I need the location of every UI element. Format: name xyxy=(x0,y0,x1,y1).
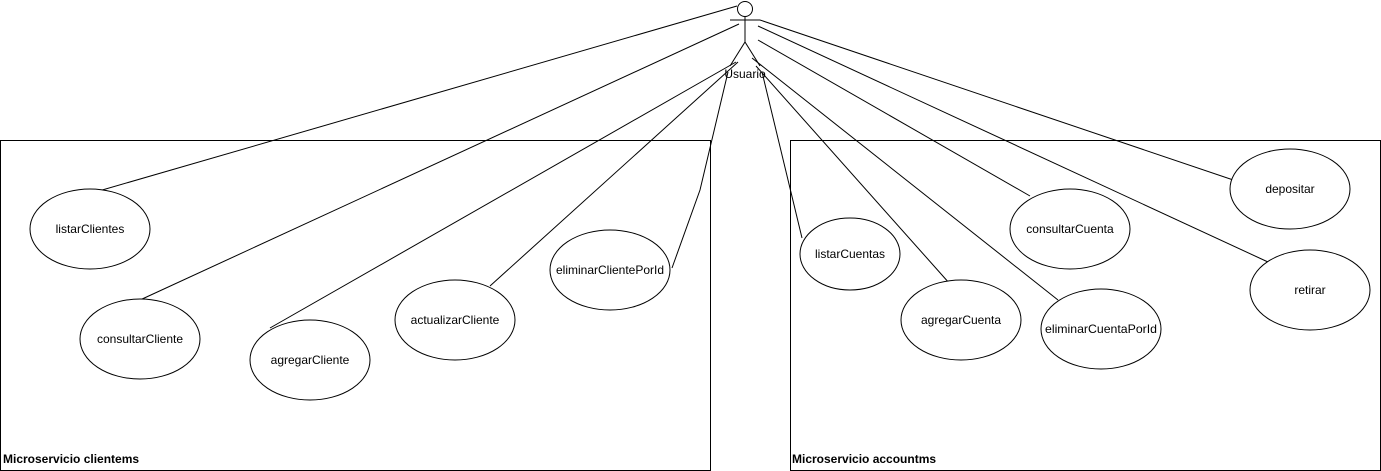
use-case-ellipse xyxy=(394,279,516,361)
use-case-ellipse xyxy=(29,188,151,270)
association-listarCuentas xyxy=(761,71,803,239)
association-agregarCuenta xyxy=(755,65,951,285)
use-case-ellipse xyxy=(1040,288,1162,370)
use-case-eliminarClientePorId[interactable]: eliminarClientePorId xyxy=(549,229,671,311)
use-case-agregarCliente[interactable]: agregarCliente xyxy=(249,319,371,401)
boundary-accountms-label: Microservicio accountms xyxy=(792,452,936,466)
use-case-label: eliminarCuentaPorId xyxy=(1045,322,1157,336)
use-case-ellipse xyxy=(900,279,1022,361)
use-case-retirar[interactable]: retirar xyxy=(1249,249,1371,331)
use-case-consultarCliente[interactable]: consultarCliente xyxy=(79,298,201,380)
use-case-label: agregarCliente xyxy=(271,353,350,367)
use-case-consultarCuenta[interactable]: consultarCuenta xyxy=(1009,188,1131,270)
use-case-label: actualizarCliente xyxy=(411,313,500,327)
use-case-listarCuentas[interactable]: listarCuentas xyxy=(799,217,901,291)
association-listarClientes xyxy=(84,5,738,196)
use-case-ellipse xyxy=(1009,188,1131,270)
use-case-agregarCuenta[interactable]: agregarCuenta xyxy=(900,279,1022,361)
boundary-clientems-label: Microservicio clientems xyxy=(3,452,139,466)
actor-label: Usuario xyxy=(724,67,766,81)
actor-left-leg xyxy=(729,41,746,67)
actor-right-leg xyxy=(744,41,761,67)
use-case-label: eliminarClientePorId xyxy=(556,263,664,277)
use-case-actualizarCliente[interactable]: actualizarCliente xyxy=(394,279,516,361)
use-case-ellipse xyxy=(1229,148,1351,230)
use-case-eliminarCuentaPorId[interactable]: eliminarCuentaPorId xyxy=(1040,288,1162,370)
use-case-ellipse xyxy=(1249,249,1371,331)
use-case-label: agregarCuenta xyxy=(921,313,1001,327)
use-case-ellipse xyxy=(799,217,901,291)
use-case-ellipse xyxy=(549,229,671,311)
association-eliminarCuentaPorId xyxy=(751,57,1059,301)
use-cases: listarClientes consultarCliente agregarC… xyxy=(29,148,1371,401)
use-case-listarClientes[interactable]: listarClientes xyxy=(29,188,151,270)
actor-usuario[interactable]: Usuario xyxy=(724,1,766,82)
use-case-label: listarCuentas xyxy=(815,247,885,261)
association-retirar xyxy=(757,25,1269,263)
use-case-depositar[interactable]: depositar xyxy=(1229,148,1351,230)
use-case-ellipse xyxy=(79,298,201,380)
use-case-label: depositar xyxy=(1265,182,1314,196)
use-case-label: listarClientes xyxy=(56,222,125,236)
actor-head xyxy=(737,1,753,17)
use-case-label: retirar xyxy=(1294,283,1325,297)
association-actualizarCliente xyxy=(489,61,739,287)
association-agregarCliente xyxy=(269,61,737,329)
association-consultarCuenta xyxy=(757,39,1031,197)
use-case-ellipse xyxy=(249,319,371,401)
association-consultarCliente xyxy=(139,23,740,301)
association-eliminarClientePorId xyxy=(671,71,729,269)
use-case-label: consultarCliente xyxy=(97,332,183,346)
association-lines xyxy=(84,5,1269,329)
association-depositar xyxy=(759,19,1255,188)
use-case-label: consultarCuenta xyxy=(1026,222,1114,236)
